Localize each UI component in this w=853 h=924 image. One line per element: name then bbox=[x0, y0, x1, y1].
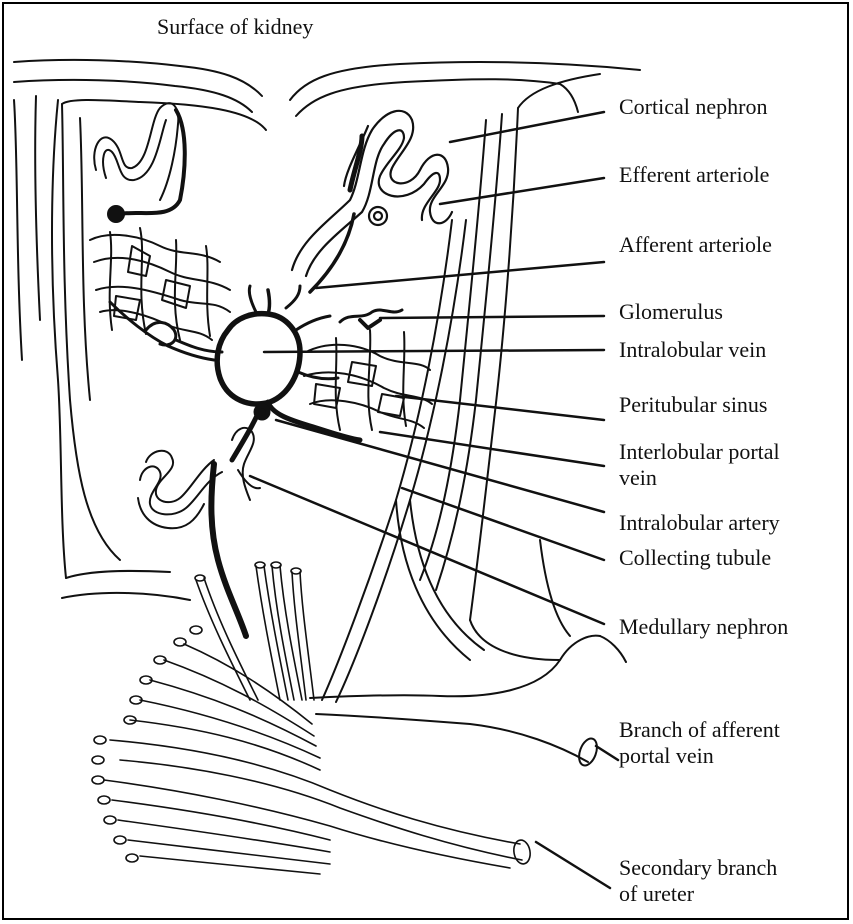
label-line: Glomerulus bbox=[619, 299, 723, 325]
label-cortical-nephron: Cortical nephron bbox=[619, 94, 767, 120]
label-line: of ureter bbox=[619, 881, 777, 907]
label-efferent-arteriole: Efferent arteriole bbox=[619, 162, 769, 188]
label-intralobular-vein: Intralobular vein bbox=[619, 337, 766, 363]
label-intralobular-artery: Intralobular artery bbox=[619, 510, 780, 536]
label-collecting-tubule: Collecting tubule bbox=[619, 545, 771, 571]
label-line: Branch of afferent bbox=[619, 717, 780, 743]
label-line: portal vein bbox=[619, 743, 780, 769]
label-afferent-arteriole: Afferent arteriole bbox=[619, 232, 772, 258]
label-line: Cortical nephron bbox=[619, 94, 767, 120]
label-glomerulus: Glomerulus bbox=[619, 299, 723, 325]
leader-lines bbox=[250, 112, 618, 888]
label-line: Medullary nephron bbox=[619, 614, 788, 640]
ureter-branches bbox=[92, 626, 532, 874]
collecting-tubule-shape bbox=[322, 220, 466, 702]
upper-left-nephron-shape bbox=[94, 103, 185, 222]
diagram-title: Surface of kidney bbox=[157, 14, 313, 40]
label-line: Interlobular portal bbox=[619, 439, 780, 465]
label-line: Afferent arteriole bbox=[619, 232, 772, 258]
label-line: vein bbox=[619, 465, 780, 491]
kidney-surface-lines bbox=[14, 60, 640, 600]
label-line: Peritubular sinus bbox=[619, 392, 768, 418]
interlobular-portal-vein-shape bbox=[110, 286, 360, 636]
afferent-portal-vein-branch bbox=[310, 500, 626, 768]
label-line: Efferent arteriole bbox=[619, 162, 769, 188]
label-line: Secondary branch bbox=[619, 855, 777, 881]
label-peritubular-sinus: Peritubular sinus bbox=[619, 392, 768, 418]
label-line: Collecting tubule bbox=[619, 545, 771, 571]
label-line: Intralobular artery bbox=[619, 510, 780, 536]
label-line: Intralobular vein bbox=[619, 337, 766, 363]
cortical-nephron-shape bbox=[292, 111, 452, 292]
label-medullary-nephron: Medullary nephron bbox=[619, 614, 788, 640]
